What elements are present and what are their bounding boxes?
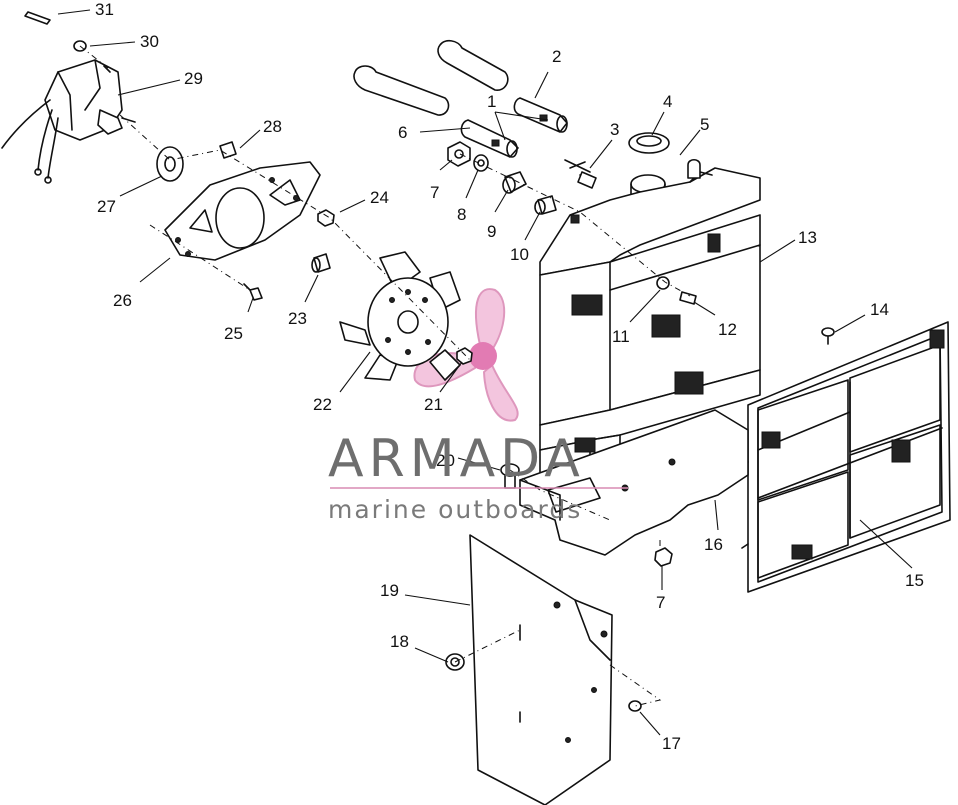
callout-27: 27 — [97, 197, 116, 216]
hose-upper-right — [437, 39, 509, 91]
bolt-3 — [564, 159, 597, 189]
callout-16: 16 — [704, 535, 723, 554]
mounting-plate-16 — [519, 409, 749, 556]
callout-26: 26 — [113, 291, 132, 310]
nut-7-lower — [654, 547, 673, 567]
callout-29: 29 — [184, 69, 203, 88]
callout-7-upper: 7 — [430, 183, 439, 202]
callout-13: 13 — [798, 228, 817, 247]
watermark-brand: ARMADA — [328, 429, 585, 489]
callout-9: 9 — [487, 222, 496, 241]
callout-12: 12 — [718, 320, 737, 339]
callout-25: 25 — [224, 324, 243, 343]
callout-21: 21 — [424, 395, 443, 414]
radiator-cap-4 — [628, 132, 670, 154]
fan-motor-29 — [1, 59, 136, 184]
callout-10: 10 — [510, 245, 529, 264]
washer-8 — [473, 154, 489, 172]
watermark-text: ARMADA marine outboards — [328, 429, 628, 524]
nut-24 — [317, 209, 335, 227]
callout-3: 3 — [610, 120, 619, 139]
callout-31: 31 — [95, 0, 114, 19]
callout-22: 22 — [313, 395, 332, 414]
spacer-28 — [219, 141, 237, 159]
spacer-10 — [534, 195, 557, 215]
bushing-27 — [156, 146, 184, 182]
callout-1: 1 — [487, 92, 496, 111]
callout-11: 11 — [612, 327, 630, 346]
nut-21 — [456, 347, 473, 365]
nut-7 — [447, 141, 471, 167]
callout-19: 19 — [380, 581, 399, 600]
spacer-23 — [311, 253, 331, 273]
hose-fitting-6 — [460, 119, 519, 158]
callout-28: 28 — [263, 117, 282, 136]
shroud-panel-15 — [741, 321, 951, 593]
callout-6: 6 — [398, 123, 407, 142]
screw-25 — [243, 283, 263, 301]
callout-15: 15 — [905, 571, 924, 590]
callout-17: 17 — [662, 734, 681, 753]
rivet-17 — [628, 700, 642, 712]
callout-20: 20 — [436, 451, 455, 470]
callout-leader-lines — [57, 9, 913, 736]
hose-fitting-2 — [513, 97, 568, 133]
callout-7-lower: 7 — [656, 593, 665, 612]
cotter-pin-31 — [24, 11, 51, 25]
callout-30: 30 — [140, 32, 159, 51]
fan-blade-22 — [339, 251, 461, 381]
assembly-center-lines — [79, 45, 691, 707]
callout-2: 2 — [552, 47, 561, 66]
hose-upper-left — [353, 65, 450, 116]
callout-14: 14 — [870, 300, 889, 319]
radiator-13 — [539, 158, 761, 486]
callout-8: 8 — [457, 205, 466, 224]
grommet-9 — [502, 171, 527, 194]
fan-bracket-26 — [164, 161, 321, 261]
callout-24: 24 — [370, 188, 389, 207]
callout-4: 4 — [663, 92, 672, 111]
screw-14 — [821, 327, 835, 345]
callout-18: 18 — [390, 632, 409, 651]
callout-23: 23 — [288, 309, 307, 328]
callout-numbers: 31 30 29 28 27 24 26 25 23 22 21 20 1 2 … — [95, 0, 924, 753]
watermark-tagline: marine outboards — [328, 495, 582, 524]
callout-5: 5 — [700, 115, 709, 134]
side-panel-19 — [469, 534, 613, 805]
